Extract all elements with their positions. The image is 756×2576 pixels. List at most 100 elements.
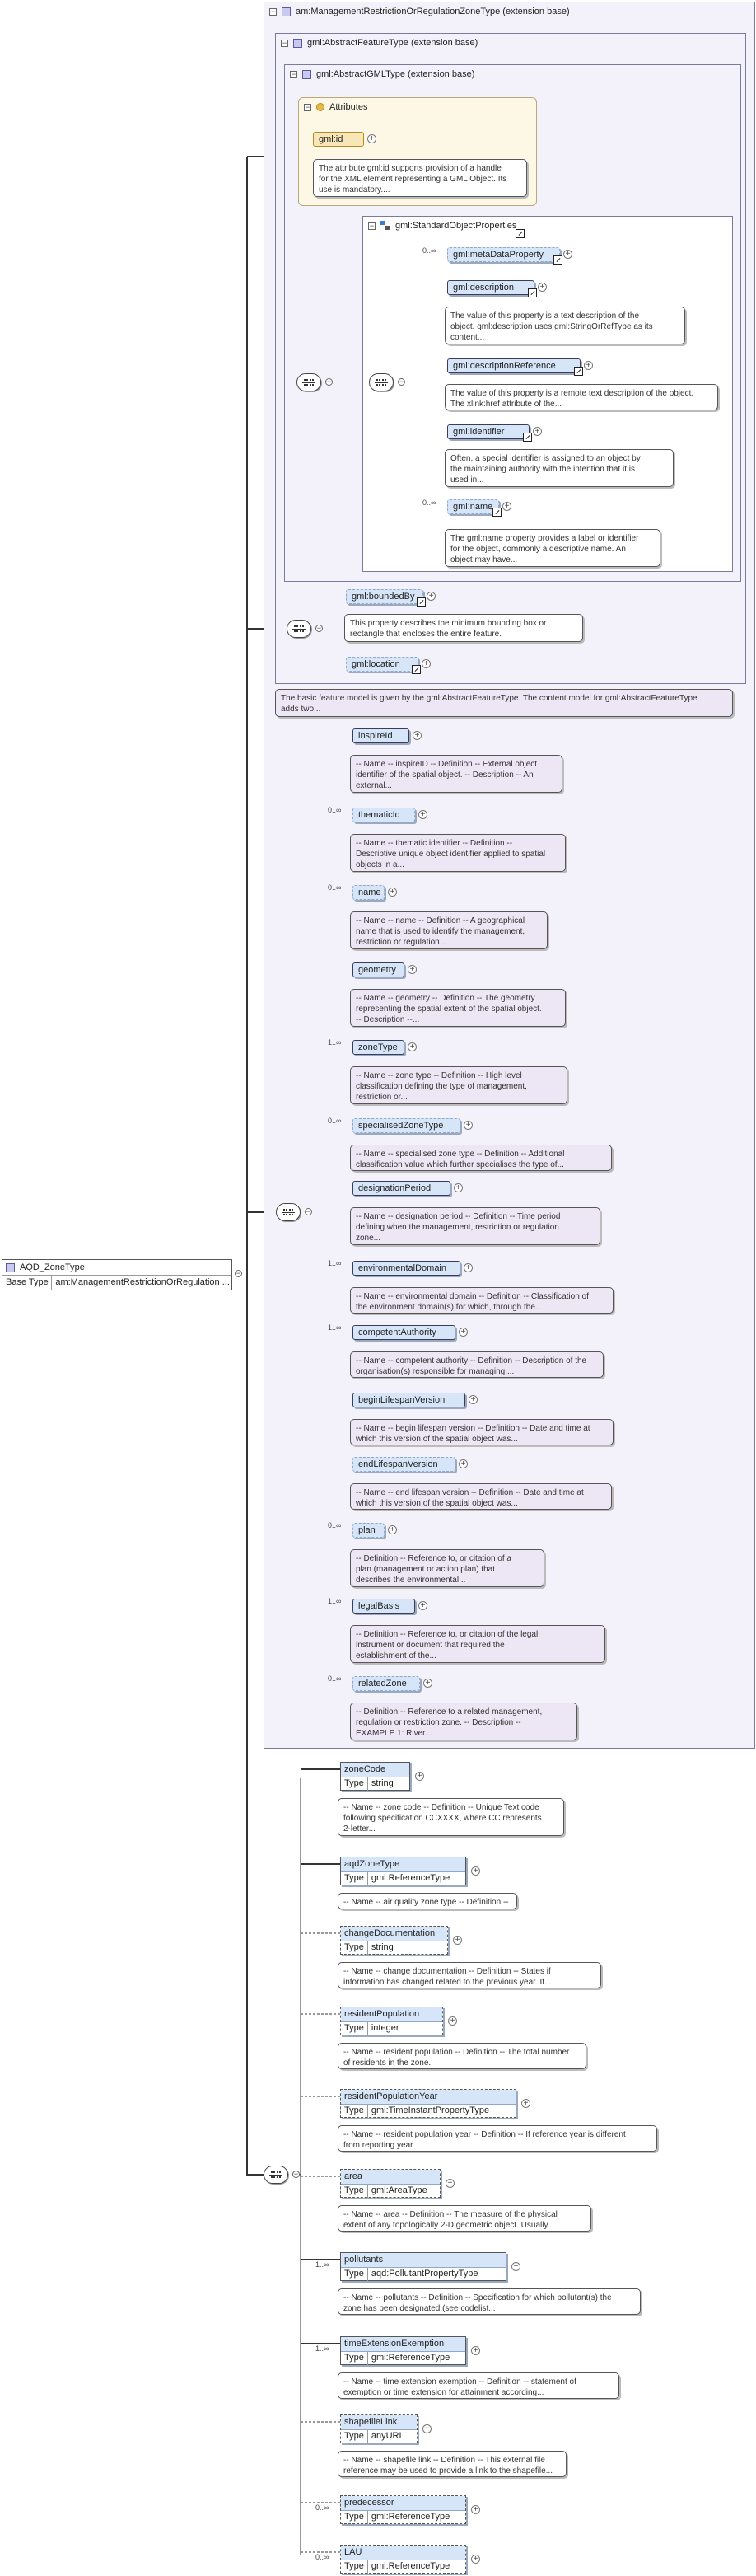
expand-plus-icon[interactable]: + (415, 1772, 424, 1781)
element-gml-boundedBy[interactable]: gml:boundedBy (346, 589, 423, 604)
element-gml-metaDataProperty[interactable]: gml:metaDataProperty (447, 247, 560, 262)
element-competentAuthority[interactable]: competentAuthority (352, 1325, 455, 1340)
element-gml-identifier[interactable]: gml:identifier (447, 424, 530, 439)
root-name: AQD_ZoneType (20, 1262, 85, 1272)
expand-plus-icon[interactable]: + (454, 1183, 463, 1192)
expand-plus-icon[interactable]: + (388, 888, 397, 897)
expand-plus-icon[interactable]: + (459, 1459, 468, 1468)
root-header: AQD_ZoneType (2, 1260, 231, 1276)
expand-plus-icon[interactable]: + (471, 2346, 480, 2355)
root-toggle-icon[interactable]: − (235, 1269, 242, 1277)
expand-plus-icon[interactable]: + (408, 1042, 417, 1051)
expand-plus-icon[interactable]: + (563, 250, 572, 259)
collapse-toggle-icon[interactable]: − (304, 102, 311, 111)
element-gml-description[interactable]: gml:description (447, 280, 534, 295)
expand-plus-icon[interactable]: + (469, 1395, 478, 1404)
expand-plus-icon[interactable]: + (471, 2505, 480, 2514)
typed-element-name: predecessor (341, 2496, 465, 2511)
reference-link-icon (516, 229, 525, 238)
element-legalBasis[interactable]: legalBasis (352, 1599, 415, 1614)
expand-plus-icon[interactable]: + (538, 283, 547, 292)
expand-plus-icon[interactable]: + (511, 2262, 520, 2271)
expand-plus-icon[interactable]: + (471, 2555, 480, 2564)
type-label: Type (341, 1777, 368, 1791)
element-zoneType[interactable]: zoneType (352, 1040, 404, 1055)
element-gml-descriptionReference[interactable]: gml:descriptionReference (447, 358, 581, 373)
expand-plus-icon[interactable]: + (446, 2179, 455, 2188)
element-relatedZone[interactable]: relatedZone (352, 1676, 420, 1691)
element-thematicId[interactable]: thematicId (352, 808, 415, 822)
expand-plus-icon[interactable]: + (471, 1866, 480, 1876)
sequence-toggle-icon[interactable]: − (292, 2170, 300, 2178)
documentation-annotation: -- Name -- end lifespan version -- Defin… (350, 1483, 612, 1510)
expand-plus-icon[interactable]: + (521, 2099, 530, 2108)
expand-plus-icon[interactable]: + (533, 427, 542, 436)
element-beginLifespanVersion[interactable]: beginLifespanVersion (352, 1393, 465, 1407)
expand-plus-icon[interactable]: + (408, 965, 417, 974)
element-specialisedZoneType[interactable]: specialisedZoneType (352, 1118, 460, 1133)
expand-plus-icon[interactable]: + (427, 592, 436, 601)
documentation-annotation: The value of this property is a remote t… (445, 384, 718, 410)
expand-plus-icon[interactable]: + (464, 1263, 473, 1272)
element-name[interactable]: name (352, 885, 385, 900)
element-endLifespanVersion[interactable]: endLifespanVersion (352, 1457, 455, 1472)
sequence-toggle-icon[interactable]: − (325, 377, 333, 386)
type-label: Type (341, 2268, 368, 2281)
type-label: Type (341, 2105, 368, 2118)
sequence-toggle-icon[interactable]: − (305, 1207, 312, 1215)
expand-plus-icon[interactable]: + (584, 361, 593, 370)
element-designationPeriod[interactable]: designationPeriod (352, 1181, 450, 1196)
cardinality-label: 1..∞ (328, 1038, 342, 1047)
typed-element-name: area (341, 2170, 440, 2185)
collapse-toggle-icon[interactable]: − (368, 221, 376, 230)
cardinality-label: 0..∞ (328, 806, 342, 814)
element-environmentalDomain[interactable]: environmentalDomain (352, 1261, 460, 1276)
documentation-annotation: The attribute gml:id supports provision … (313, 159, 527, 197)
expand-plus-icon[interactable]: + (422, 2424, 432, 2433)
expand-plus-icon[interactable]: + (453, 1936, 462, 1945)
element-plan[interactable]: plan (352, 1523, 385, 1538)
collapse-toggle-icon[interactable]: − (290, 69, 297, 78)
expand-plus-icon[interactable]: + (418, 810, 427, 819)
typed-element-name: timeExtensionExemption (341, 2337, 465, 2352)
attribute-gml-id[interactable]: gml:id (313, 132, 364, 147)
type-value: gml:AreaType (371, 2185, 427, 2195)
collapse-toggle-icon[interactable]: − (269, 7, 277, 16)
expand-plus-icon[interactable]: + (422, 659, 431, 668)
expand-plus-icon[interactable]: + (502, 502, 511, 511)
expand-plus-icon[interactable]: + (459, 1328, 468, 1337)
documentation-annotation: -- Definition -- Reference to a related … (350, 1703, 577, 1740)
expand-plus-icon[interactable]: + (367, 134, 376, 143)
expand-plus-icon[interactable]: + (418, 1601, 427, 1610)
expand-plus-icon[interactable]: + (413, 731, 422, 740)
sequence-toggle-icon[interactable]: − (398, 377, 405, 386)
expand-plus-icon[interactable]: + (464, 1121, 473, 1130)
expand-plus-icon[interactable]: + (388, 1525, 397, 1534)
element-inspireId[interactable]: inspireId (352, 728, 409, 743)
sequence-toggle-icon[interactable]: − (315, 624, 323, 632)
collapse-toggle-icon[interactable]: − (281, 38, 288, 47)
cardinality-label: 0..∞ (328, 1521, 342, 1529)
element-gml-name[interactable]: gml:name (447, 499, 499, 514)
element-gml-location[interactable]: gml:location (346, 657, 418, 672)
type-label: Type (341, 2022, 368, 2035)
expand-plus-icon[interactable]: + (423, 1679, 432, 1688)
expand-plus-icon[interactable]: + (448, 2016, 457, 2026)
standard-properties-title: gml:StandardObjectProperties (395, 221, 517, 231)
element-geometry[interactable]: geometry (352, 962, 404, 977)
